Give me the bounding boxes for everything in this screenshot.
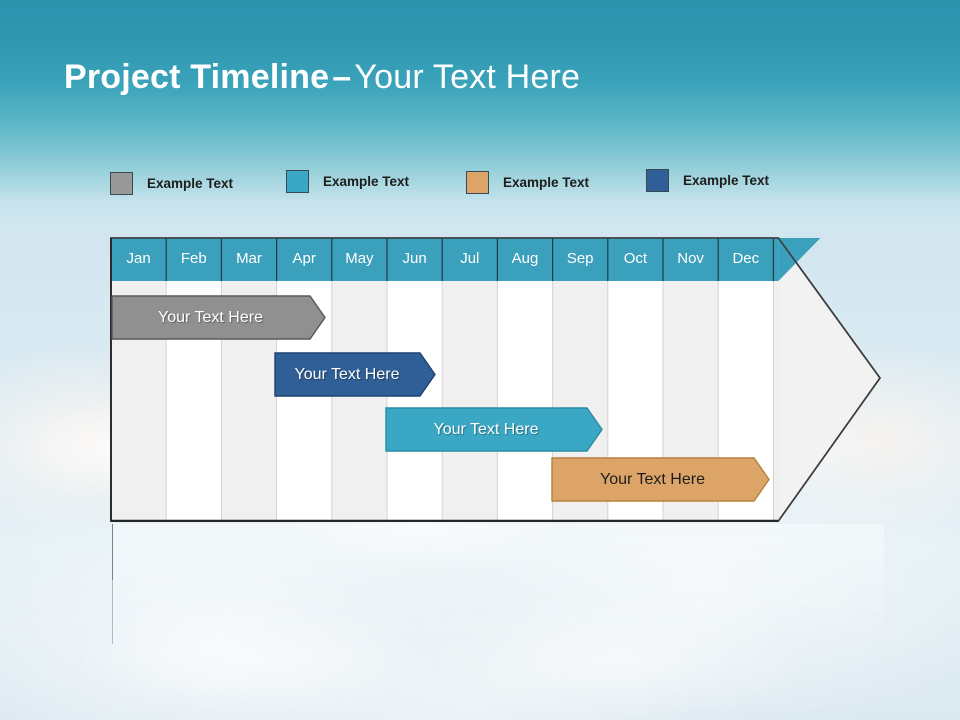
task-bar-shape-2	[274, 352, 436, 397]
legend-item-3[interactable]: Example Text	[466, 171, 589, 194]
background-top-gradient	[0, 0, 960, 230]
timeline-column-May	[331, 281, 387, 521]
chart-reflection	[112, 524, 884, 644]
legend-label-1: Example Text	[147, 176, 234, 191]
legend-item-1[interactable]: Example Text	[110, 172, 233, 195]
legend-label-2: Example Text	[323, 174, 410, 189]
page-title-dash: –	[332, 58, 352, 96]
task-bar-label-1: Your Text Here	[158, 309, 263, 326]
legend-item-4[interactable]: Example Text	[646, 169, 769, 192]
timeline-column-Aug	[497, 281, 553, 521]
task-bar-shape-3	[385, 407, 603, 452]
page-title-light: Your Text Here	[354, 58, 581, 96]
legend-swatch-icon-3	[466, 171, 489, 194]
task-bar-shape-1	[111, 295, 326, 340]
task-bar-label-4: Your Text Here	[600, 471, 705, 488]
legend-item-2[interactable]: Example Text	[286, 170, 409, 193]
task-bar-shape-4	[551, 457, 770, 502]
page-title-strong: Project Timeline	[64, 58, 330, 96]
timeline-column-Jun	[387, 281, 443, 521]
timeline-header-corner	[778, 238, 821, 281]
timeline-task-bar-3[interactable]: Your Text Here	[385, 407, 603, 452]
task-bar-label-2: Your Text Here	[294, 366, 400, 383]
legend-swatch-icon-4	[646, 169, 669, 192]
legend-label-4: Example Text	[683, 173, 770, 188]
timeline-header-band	[111, 238, 779, 281]
legend-label-3: Example Text	[503, 175, 590, 190]
timeline-task-bar-2[interactable]: Your Text Here	[274, 352, 436, 397]
legend-swatch-icon-1	[110, 172, 133, 195]
task-bar-label-3: Your Text Here	[433, 421, 539, 438]
timeline-column-tail	[773, 281, 780, 521]
timeline-column-Jul	[442, 281, 498, 521]
page-title: Project Timeline–Your Text Here	[64, 58, 580, 97]
timeline-task-bar-4[interactable]: Your Text Here	[551, 457, 770, 502]
legend-swatch-icon-2	[286, 170, 309, 193]
timeline-task-bar-1[interactable]: Your Text Here	[111, 295, 326, 340]
